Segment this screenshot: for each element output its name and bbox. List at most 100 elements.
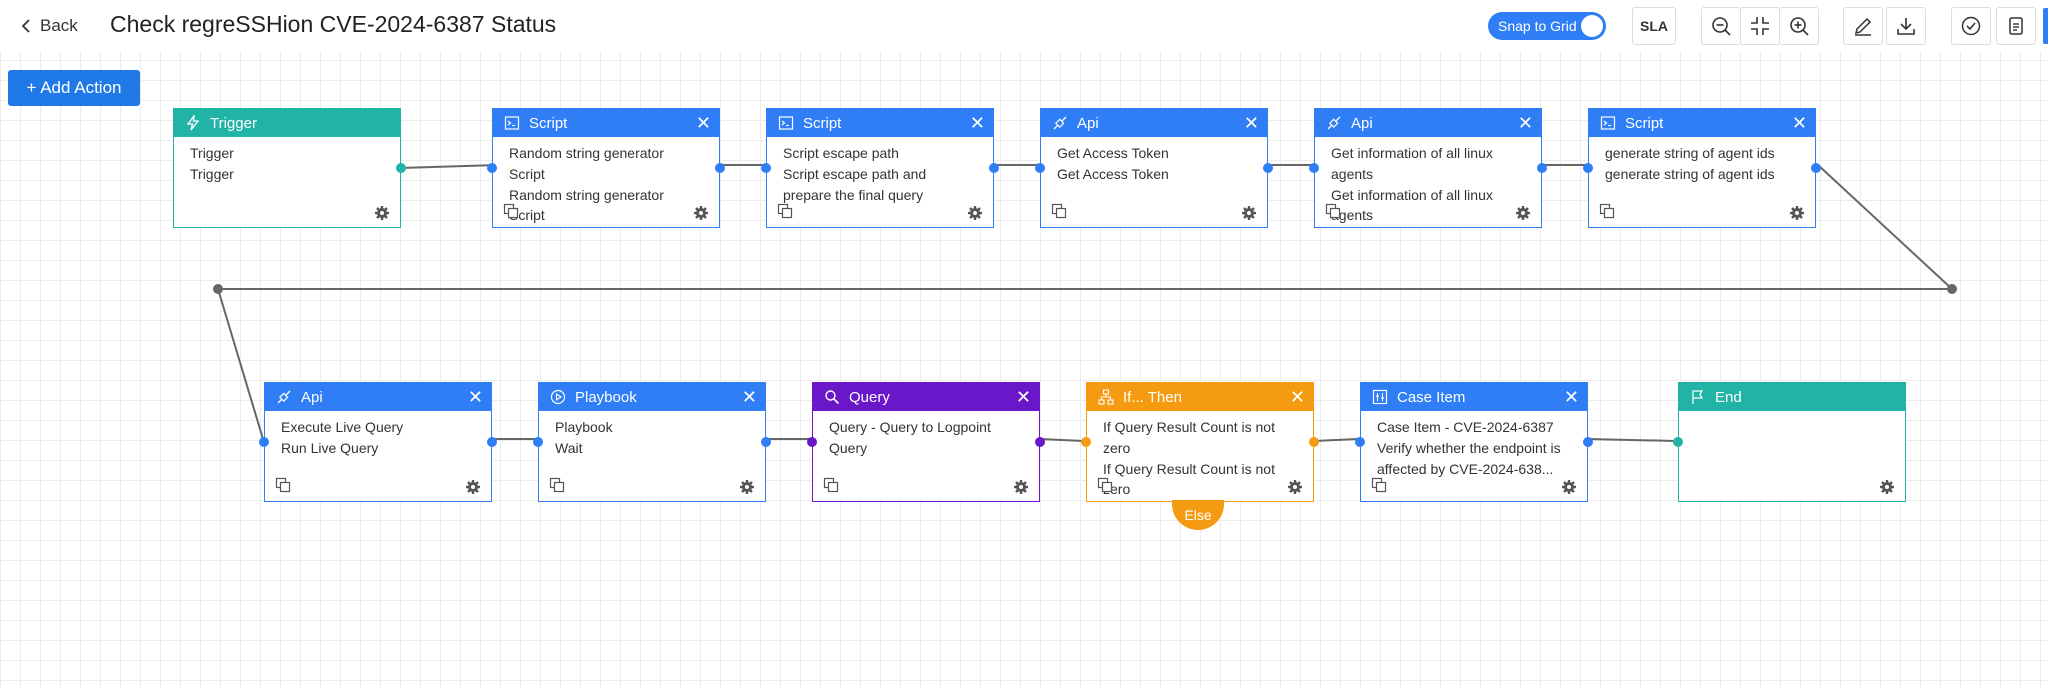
node-end[interactable]: End: [1673, 382, 1906, 502]
output-port[interactable]: [1035, 437, 1045, 447]
input-port[interactable]: [1355, 437, 1365, 447]
node-header: Script ✕: [1589, 109, 1815, 137]
node-header: Case Item ✕: [1361, 383, 1587, 411]
output-port[interactable]: [989, 163, 999, 173]
sla-button[interactable]: SLA: [1632, 7, 1676, 45]
copy-icon[interactable]: [549, 477, 565, 493]
node-body: If Query Result Count is not zero If Que…: [1087, 411, 1313, 498]
add-action-button[interactable]: + Add Action: [8, 70, 140, 106]
node-type-label: Playbook: [575, 388, 637, 406]
node-type-label: Query: [849, 388, 890, 406]
gear-icon[interactable]: [1515, 205, 1531, 221]
close-icon[interactable]: ✕: [741, 387, 757, 407]
output-port[interactable]: [761, 437, 771, 447]
input-port[interactable]: [761, 163, 771, 173]
close-icon[interactable]: ✕: [1791, 113, 1807, 133]
document-icon: [2009, 17, 2023, 35]
gear-icon[interactable]: [967, 205, 983, 221]
input-port[interactable]: [807, 437, 817, 447]
output-port[interactable]: [715, 163, 725, 173]
node-line: prepare the final query: [783, 187, 924, 203]
input-port[interactable]: [1583, 163, 1593, 173]
copy-icon[interactable]: [823, 477, 839, 493]
input-port[interactable]: [259, 437, 269, 447]
copy-icon[interactable]: [777, 203, 793, 219]
gear-icon[interactable]: [1013, 479, 1029, 495]
top-bar: Back Check regreSSHion CVE-2024-6387 Sta…: [0, 0, 2048, 52]
output-port[interactable]: [1309, 437, 1319, 447]
node-trigger[interactable]: Trigger Trigger Trigger: [173, 108, 406, 228]
close-icon[interactable]: ✕: [695, 113, 711, 133]
input-port[interactable]: [533, 437, 543, 447]
node-script-escape-path[interactable]: Script ✕ Script escape path Script escap…: [761, 108, 999, 228]
node-header: Script ✕: [767, 109, 993, 137]
node-body: Execute Live Query Run Live Query: [265, 411, 491, 459]
node-body: generate string of agent ids generate st…: [1589, 137, 1815, 185]
node-line: Get Access Token: [1057, 145, 1169, 161]
gear-icon[interactable]: [1879, 479, 1895, 495]
copy-icon[interactable]: [503, 203, 519, 219]
fit-screen-button[interactable]: [1740, 7, 1780, 45]
input-port[interactable]: [487, 163, 497, 173]
clipboard-button[interactable]: [1996, 7, 2036, 45]
node-script-agent-ids[interactable]: Script ✕ generate string of agent ids ge…: [1583, 108, 1821, 228]
close-icon[interactable]: ✕: [1563, 387, 1579, 407]
side-panel-tab[interactable]: [2043, 8, 2048, 44]
lightning-icon: [184, 114, 202, 132]
gear-icon[interactable]: [693, 205, 709, 221]
gear-icon[interactable]: [1789, 205, 1805, 221]
node-type-label: Script: [1625, 114, 1664, 132]
edit-button[interactable]: [1843, 7, 1883, 45]
copy-icon[interactable]: [1097, 477, 1113, 493]
gear-icon[interactable]: [1287, 479, 1303, 495]
node-if-then[interactable]: If... Then ✕ If Query Result Count is no…: [1081, 382, 1319, 502]
copy-icon[interactable]: [1599, 203, 1615, 219]
validate-button[interactable]: [1951, 7, 1991, 45]
node-line: Random string generator: [509, 145, 664, 161]
output-port[interactable]: [1263, 163, 1273, 173]
copy-icon[interactable]: [1371, 477, 1387, 493]
copy-icon[interactable]: [1325, 203, 1341, 219]
close-icon[interactable]: ✕: [1517, 113, 1533, 133]
output-port[interactable]: [1537, 163, 1547, 173]
fit-screen-icon: [1751, 17, 1769, 35]
input-port[interactable]: [1081, 437, 1091, 447]
output-port[interactable]: [1811, 163, 1821, 173]
copy-icon[interactable]: [275, 477, 291, 493]
close-icon[interactable]: ✕: [1243, 113, 1259, 133]
node-header: End: [1679, 383, 1905, 411]
node-line: Script: [509, 166, 545, 182]
back-button[interactable]: Back: [18, 13, 78, 39]
close-icon[interactable]: ✕: [1289, 387, 1305, 407]
node-api-access-token[interactable]: Api ✕ Get Access Token Get Access Token: [1035, 108, 1273, 228]
node-query-logpoint[interactable]: Query ✕ Query - Query to Logpoint Query: [807, 382, 1045, 502]
copy-icon[interactable]: [1051, 203, 1067, 219]
gear-icon[interactable]: [465, 479, 481, 495]
node-api-linux-agents[interactable]: Api ✕ Get information of all linux agent…: [1309, 108, 1547, 228]
close-icon[interactable]: ✕: [969, 113, 985, 133]
zoom-out-button[interactable]: [1701, 7, 1741, 45]
node-script-random-string[interactable]: Script ✕ Random string generator Script …: [487, 108, 725, 228]
output-port[interactable]: [487, 437, 497, 447]
sla-label: SLA: [1640, 18, 1668, 34]
close-icon[interactable]: ✕: [467, 387, 483, 407]
gear-icon[interactable]: [739, 479, 755, 495]
node-type-label: Api: [301, 388, 323, 406]
gear-icon[interactable]: [1241, 205, 1257, 221]
input-port[interactable]: [1035, 163, 1045, 173]
node-case-item[interactable]: Case Item ✕ Case Item - CVE-2024-6387 Ve…: [1355, 382, 1593, 502]
close-icon[interactable]: ✕: [1015, 387, 1031, 407]
gear-icon[interactable]: [1561, 479, 1577, 495]
node-api-live-query[interactable]: Api ✕ Execute Live Query Run Live Query: [259, 382, 497, 502]
zoom-in-button[interactable]: [1779, 7, 1819, 45]
input-port[interactable]: [1673, 437, 1683, 447]
download-button[interactable]: [1886, 7, 1926, 45]
node-body: Case Item - CVE-2024-6387 Verify whether…: [1361, 411, 1587, 480]
output-port[interactable]: [396, 163, 406, 173]
output-port[interactable]: [1583, 437, 1593, 447]
input-port[interactable]: [1309, 163, 1319, 173]
node-playbook-wait[interactable]: Playbook ✕ Playbook Wait: [533, 382, 771, 502]
gear-icon[interactable]: [374, 205, 390, 221]
snap-to-grid-toggle[interactable]: Snap to Grid: [1488, 12, 1606, 40]
node-header: Api ✕: [1041, 109, 1267, 137]
